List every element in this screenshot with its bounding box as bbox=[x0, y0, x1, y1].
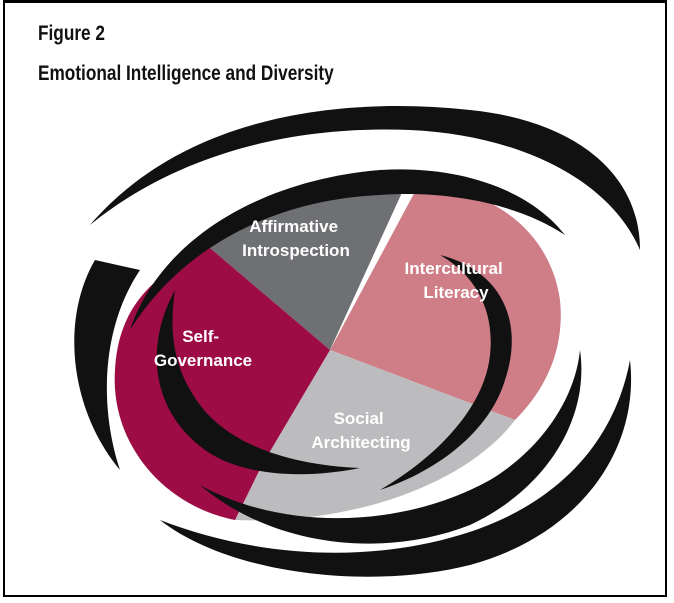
figure-label: Figure 2 bbox=[38, 22, 105, 45]
label-affirmative-line2: Introspection bbox=[242, 241, 350, 260]
label-social-line1: Social bbox=[334, 409, 384, 428]
segment-affirmative-introspection bbox=[210, 184, 410, 350]
swirl-stroke-inner-right bbox=[380, 255, 512, 490]
segment-social-architecting bbox=[235, 350, 515, 521]
swirl-stroke-inner-left bbox=[156, 290, 360, 475]
swirl-stroke-inner-bottom bbox=[200, 350, 582, 544]
label-self-governance: Self- Governance bbox=[154, 327, 252, 370]
white-sliver bbox=[330, 186, 418, 350]
swirl-stroke-outer-bottom bbox=[160, 360, 632, 577]
label-affirmative-introspection: Affirmative Introspection bbox=[242, 217, 350, 260]
figure-title: Emotional Intelligence and Diversity bbox=[38, 62, 334, 85]
label-social-architecting: Social Architecting bbox=[311, 409, 410, 452]
label-intercultural-literacy: Intercultural Literacy bbox=[405, 259, 508, 302]
swirl-stroke-outer-top bbox=[90, 106, 640, 250]
label-intercultural-line1: Intercultural bbox=[405, 259, 503, 278]
label-affirmative-line1: Affirmative bbox=[249, 217, 338, 236]
label-social-line2: Architecting bbox=[311, 433, 410, 452]
label-self-governance-line1: Self- bbox=[182, 327, 219, 346]
label-intercultural-line2: Literacy bbox=[423, 283, 489, 302]
top-rule bbox=[3, 0, 667, 3]
swirl-stroke-outer-left bbox=[74, 260, 140, 470]
label-self-governance-line2: Governance bbox=[154, 351, 252, 370]
